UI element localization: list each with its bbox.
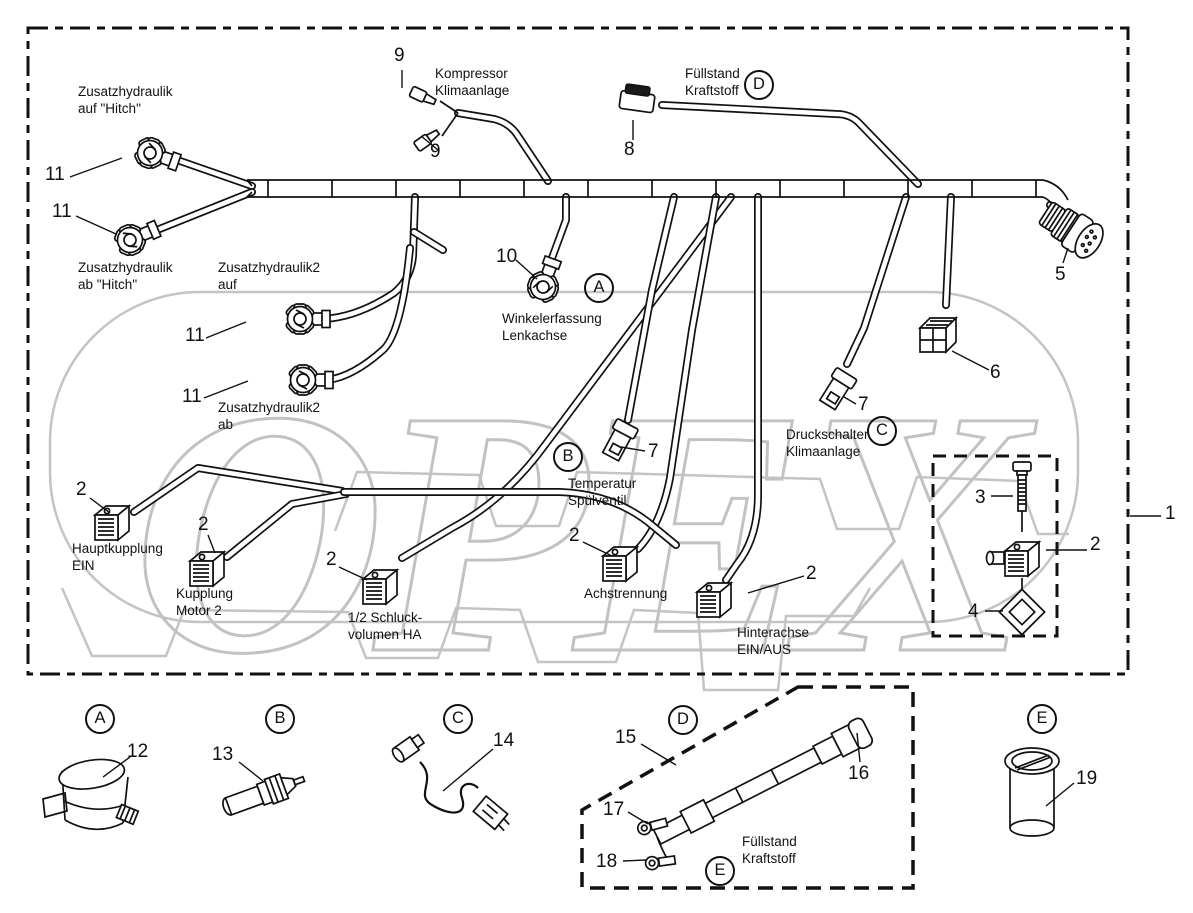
callout-11-d: 11 [182,386,202,407]
section-letter-d-legend: D [668,705,698,735]
section-letter-c-main: C [867,416,897,446]
label-zusatzhydraulik2-auf: Zusatzhydraulik2 auf [218,260,321,292]
connector-2-spare [1004,541,1040,577]
connector-10-winkelerfassung [522,252,569,307]
detail-box-parts [985,461,1046,636]
harness-trunk [246,179,1069,212]
harness-cables [130,100,1068,584]
label-zusatzhydraulik-ab-hitch: Zusatzhydraulik ab "Hitch" [78,260,173,292]
detail-box-frame [931,454,1059,638]
section-letter-b-main: B [553,442,583,472]
callout-12: 12 [127,741,149,762]
callout-3: 3 [975,487,986,508]
callout-11-c: 11 [185,325,205,346]
connector-11-zh2-auf [284,303,331,335]
connector-2-hinterachse [696,582,732,618]
connector-11-ab-hitch [109,213,165,261]
label-zusatzhydraulik-auf-hitch: Zusatzhydraulik auf "Hitch" [78,84,173,116]
connector-8-fuellstand [618,82,657,114]
callout-2-hinterachse: 2 [806,563,817,584]
label-hauptkupplung-ein: Hauptkupplung EIN [72,541,163,573]
callout-2-detail-box: 2 [1090,534,1101,555]
callout-2-achstrennung: 2 [569,525,580,546]
callout-5: 5 [1055,264,1066,285]
connector-2-hauptkupplung [94,505,130,541]
watermark-text: OPEX [132,338,1037,726]
part-13-sensor [222,772,306,816]
section-letter-e-inner: E [705,856,735,886]
label-hinterachse-ein-aus: Hinterachse EIN/AUS [737,625,810,657]
callout-15: 15 [615,727,637,748]
label-zusatzhydraulik2-ab: Zusatzhydraulik2 ab [218,400,321,432]
callout-18: 18 [596,851,618,872]
callout-19: 19 [1076,768,1098,789]
section-letter-b-legend: B [265,704,295,734]
callout-10: 10 [496,246,518,267]
coil-2 [985,550,1005,566]
callout-14: 14 [493,730,515,751]
main-frame [26,26,1130,676]
label-kupplung-motor-2: Kupplung Motor 2 [176,586,234,618]
seal-4 [998,588,1046,636]
callout-2-schluckvolumen: 2 [326,549,337,570]
callout-9-lower: 9 [430,141,441,162]
part-16-fuel-sender [635,717,874,872]
label-schluckvolumen-ha: 1/2 Schluck- volumen HA [348,610,423,642]
legend-d-frame [580,685,915,890]
section-letter-d-main: D [744,70,774,100]
ring-terminal-18 [643,852,677,872]
label-druckschalter-klimaanlage: Druckschalter Klimaanlage [786,427,869,459]
label-kompressor-klimaanlage: Kompressor Klimaanlage [435,66,510,98]
connector-9-spade-upper [408,85,439,108]
callout-2-kupplung: 2 [198,514,209,535]
label-fuellstand-kraftstoff-bottom: Füllstand Kraftstoff [742,834,797,866]
connector-2-schluckvolumen [362,569,398,605]
label-winkelerfassung-lenkachse: Winkelerfassung Lenkachse [502,311,602,343]
label-achstrennung: Achstrennung [584,586,668,601]
callout-17: 17 [603,799,625,820]
callout-6: 6 [990,362,1001,383]
callout-1: 1 [1165,503,1176,524]
section-letter-a-legend: A [85,704,115,734]
callout-7-druckschalter: 7 [858,394,869,415]
connector-5-main-plug [1034,195,1110,264]
label-temperatur-spuelventil: Temperatur Spülventil [568,476,637,508]
section-letter-a-main: A [584,273,614,303]
callout-4: 4 [968,601,979,622]
callout-11-b: 11 [52,201,72,222]
section-letter-c-legend: C [443,704,473,734]
callout-11-a: 11 [45,164,65,185]
connector-6 [919,317,957,353]
connector-2-achstrennung [602,546,638,582]
callout-2-hauptkupplung: 2 [76,479,87,500]
legend-parts [42,717,1060,872]
callout-13: 13 [212,744,234,765]
part-12-valve [42,758,140,831]
part-19-sender-tube [1004,747,1060,837]
connector-2-kupplung-motor2 [189,551,225,587]
label-fuellstand-kraftstoff-top: Füllstand Kraftstoff [685,66,740,98]
callout-8: 8 [624,139,635,160]
leader-lines [69,70,1161,862]
part-14-sensor-cable [391,733,510,832]
section-letter-e-legend: E [1027,704,1057,734]
frame-borders [26,26,1130,890]
connector-11-auf-hitch [130,133,185,178]
callout-9-upper: 9 [394,45,405,66]
callout-7-temperatur: 7 [648,441,659,462]
callout-16: 16 [848,763,870,784]
